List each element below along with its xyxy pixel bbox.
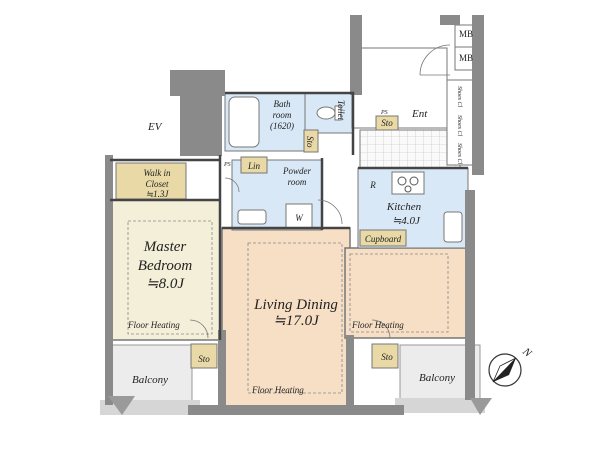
master-bedroom-label-3: ≒8.0J [146,276,185,292]
bathroom-label-3: (1620) [270,121,294,131]
sto-ent-label: Sto [381,118,393,128]
living-dining-area-label: ≒17.0J [273,313,320,329]
balcony-left-label: Balcony [132,374,168,386]
ev-label: EV [147,121,163,133]
walkin-closet-label-1: Walk in [144,168,171,178]
shoe-closet-label-3: Shoes Cl [456,143,462,165]
living-area [221,227,351,409]
floor-heating-bedroom-label: Floor Heating [127,320,180,330]
mb-top-label: MB [459,29,473,39]
sto-bedroom-label: Sto [198,354,210,364]
kitchen-area-label: ≒4.0J [392,215,421,227]
balcony-right-label: Balcony [419,372,455,384]
master-bedroom-label-1: Master [143,239,187,255]
bathtub [228,96,260,148]
refrigerator-label: R [369,180,376,190]
toilet-label: Toilet [336,100,346,121]
stove [391,171,425,195]
living-dining-label: Living Dining [253,297,338,313]
cupboard-label: Cupboard [365,234,402,244]
sto-bath-label: Sto [305,136,315,148]
floor-heating-kitchen-label: Floor Heating [351,320,404,330]
balcony-left-area [107,344,193,406]
kitchen-label: Kitchen [386,201,422,213]
powder-room-label-2: room [288,177,307,187]
ps-right-label: PS [380,110,388,116]
linen-label: Lin [247,161,261,171]
compass-north-label: N [519,345,534,360]
washbasin [237,209,267,225]
shoe-closet-area [446,79,476,166]
mb-bottom-label: MB [459,53,473,63]
shoe-closet-label-2: Shoes Cl [456,115,462,137]
toilet-fixture [316,106,336,120]
ent-label: Ent [411,108,428,120]
sto-right-label: Sto [381,352,393,362]
entrance-area [359,129,461,169]
bathroom-label-1: Bath [274,99,291,109]
walkin-closet-label-2: Closet [145,179,169,189]
compass-icon [488,353,522,387]
powder-room-label-1: Powder [282,166,311,176]
bathroom-label-2: room [273,110,292,120]
walkin-closet-label-3: ≒1.3J [146,189,170,199]
washer-label: W [295,213,304,223]
ps-left-label: PS [223,162,231,168]
shoe-closet-label-1: Shoes Cl [456,86,462,108]
sink [443,211,463,243]
master-bedroom-label-2: Bedroom [138,258,193,274]
floor-heating-living-label: Floor Heating [251,385,304,395]
